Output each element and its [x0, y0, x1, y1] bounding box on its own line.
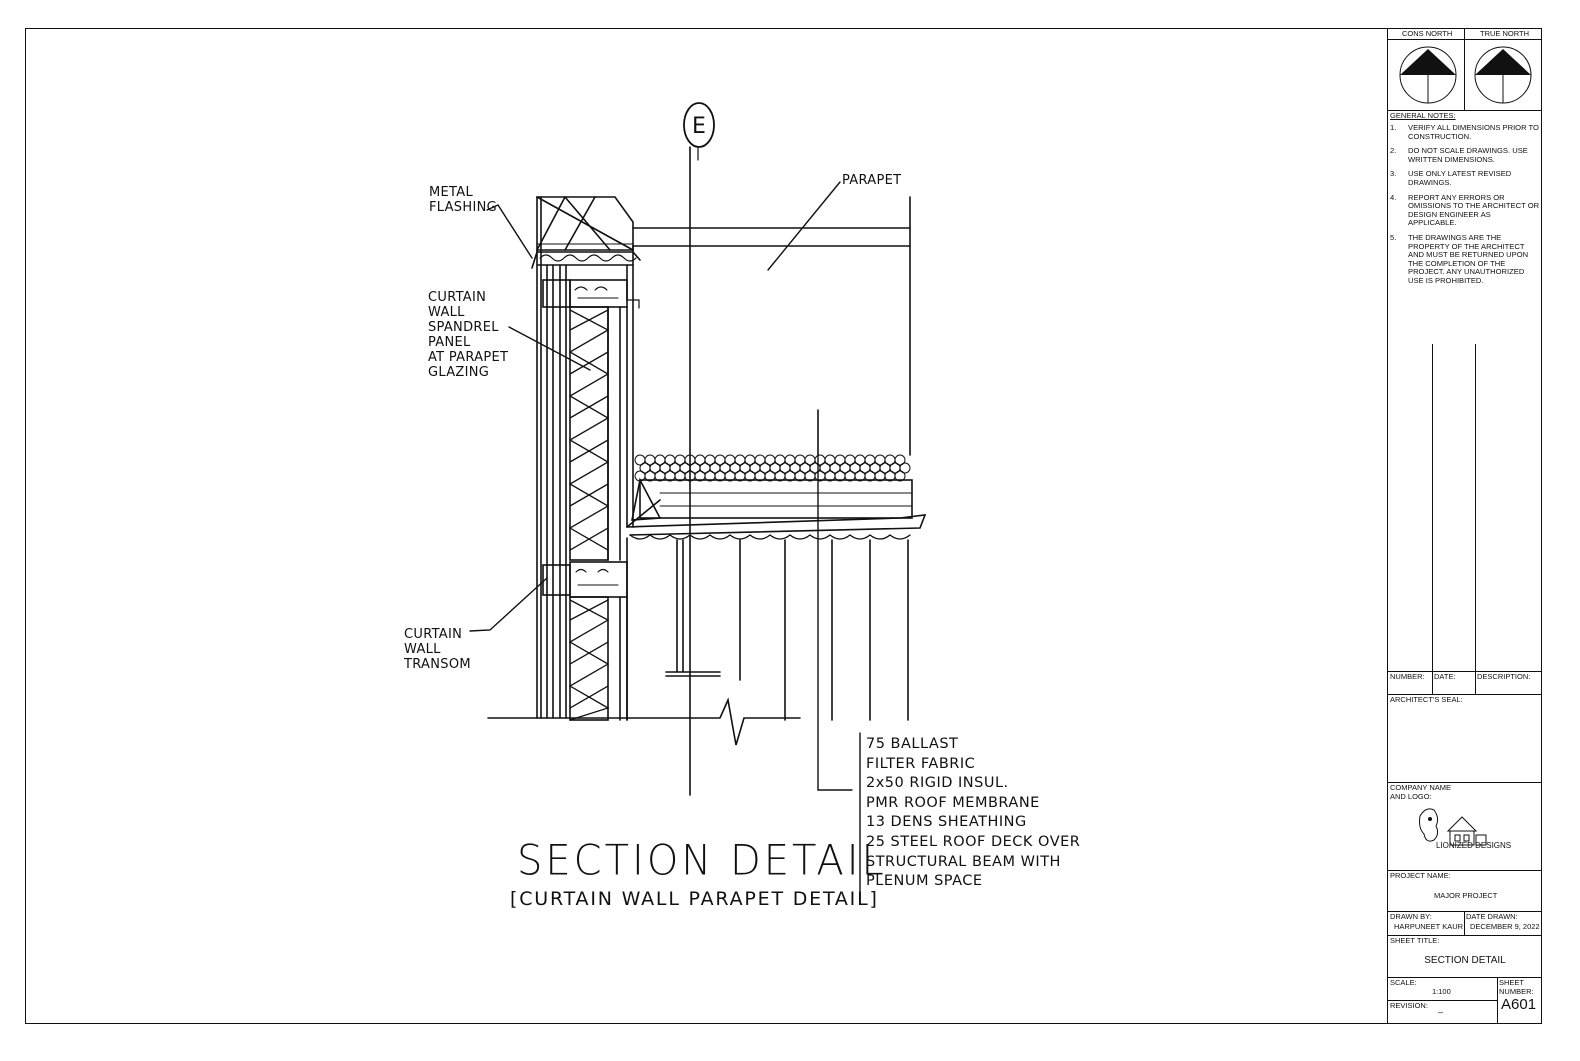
ballast-pebble — [894, 470, 906, 482]
label-spandrel-panel: CURTAIN WALL SPANDREL PANEL AT PARAPET G… — [428, 290, 509, 380]
company-name-label: COMPANY NAME AND LOGO: — [1390, 783, 1451, 801]
section-detail-drawing: E — [469, 102, 927, 904]
ballast-layer — [634, 454, 911, 482]
layer-2: FILTER FABRIC — [866, 755, 976, 772]
spandrel-insulation — [568, 306, 628, 561]
cons-north-arrow-icon — [1399, 46, 1457, 104]
sheet-number-label: SHEET NUMBER: — [1499, 978, 1534, 996]
sheet-title-label: SHEET TITLE: — [1390, 936, 1440, 945]
upper-transom — [542, 264, 640, 309]
cons-north-label: CONS NORTH — [1402, 29, 1453, 38]
rev-number-label: NUMBER: — [1390, 672, 1425, 681]
label-parapet: PARAPET — [842, 173, 902, 188]
layer-1: 75 BALLAST — [866, 736, 959, 752]
layer-6: 25 STEEL ROOF DECK OVER — [866, 833, 1081, 850]
note-item: 4.REPORT ANY ERRORS OR OMISSIONS TO THE … — [1390, 192, 1540, 228]
curtain-wall-mullion — [536, 196, 567, 719]
drawing-subtitle: [CURTAIN WALL PARAPET DETAIL] — [510, 888, 879, 910]
label-curtain-wall-transom: CURTAIN WALL TRANSOM — [404, 627, 471, 672]
title-block: CONS NORTH TRUE NORTH GENERAL NOTES: 1.V… — [1387, 28, 1542, 1024]
note-item: 5.THE DRAWINGS ARE THE PROPERTY OF THE A… — [1390, 232, 1529, 285]
note-item: 1.VERIFY ALL DIMENSIONS PRIOR TO CONSTRU… — [1390, 123, 1539, 141]
ballast-pebble — [899, 462, 911, 474]
rev-description-label: DESCRIPTION: — [1477, 672, 1531, 681]
note-item: 3.USE ONLY LATEST REVISED DRAWINGS. — [1390, 169, 1512, 187]
north-arrows — [1399, 46, 1532, 104]
drawn-by-label: DRAWN BY: — [1390, 912, 1432, 921]
rigid-insulation — [626, 477, 913, 528]
revision-label: REVISION: — [1390, 1001, 1428, 1010]
rev-date-label: DATE: — [1434, 672, 1456, 681]
sheet-title: SECTION DETAIL — [1424, 955, 1506, 966]
roof-deck — [626, 514, 927, 721]
note-item: 2.DO NOT SCALE DRAWINGS. USE WRITTEN DIM… — [1390, 146, 1528, 164]
label-metal-flashing: METAL FLASHING — [429, 185, 497, 215]
grid-bubble-label: E — [692, 114, 706, 139]
true-north-label: TRUE NORTH — [1480, 29, 1530, 38]
date-drawn: DECEMBER 9, 2022 — [1470, 922, 1540, 931]
company-logo — [1419, 808, 1487, 846]
drawing-sheet-border — [25, 28, 1542, 1024]
sheet-number: A601 — [1501, 996, 1537, 1013]
lower-transom — [542, 561, 628, 721]
revision-value: _ — [1438, 1003, 1444, 1013]
roof-layers-legend: 75 BALLAST FILTER FABRIC 2x50 RIGID INSU… — [866, 735, 1080, 892]
layer-5: 13 DENS SHEATHING — [866, 814, 1027, 831]
layer-3: 2x50 RIGID INSUL. — [866, 775, 1009, 792]
structural-beam — [665, 539, 909, 721]
layer-8: PLENUM SPACE — [866, 873, 983, 890]
section-break-line — [487, 697, 801, 746]
grid-line-e — [683, 102, 715, 796]
parapet-cap — [531, 196, 641, 269]
leader-lines — [469, 181, 861, 904]
general-notes-list: 1.VERIFY ALL DIMENSIONS PRIOR TO CONSTRU… — [1390, 118, 1540, 286]
architects-seal-label: ARCHITECT'S SEAL: — [1390, 695, 1463, 704]
company-name: LIONIZED DESIGNS — [1436, 841, 1512, 850]
drawn-by: HARPUNEET KAUR — [1394, 922, 1464, 931]
project-name: MAJOR PROJECT — [1434, 891, 1498, 900]
project-name-label: PROJECT NAME: — [1390, 871, 1451, 880]
parapet-wall — [632, 196, 911, 528]
layer-4: PMR ROOF MEMBRANE — [866, 794, 1040, 811]
date-drawn-label: DATE DRAWN: — [1466, 912, 1518, 921]
drawing-title: SECTION DETAIL — [517, 836, 887, 886]
ballast-pebble — [894, 454, 906, 466]
general-notes-heading: GENERAL NOTES: — [1390, 111, 1456, 120]
scale-label: SCALE: — [1390, 978, 1417, 987]
scale-value: 1:100 — [1432, 987, 1451, 996]
layer-7: STRUCTURAL BEAM WITH — [866, 853, 1061, 870]
true-north-arrow-icon — [1474, 46, 1532, 104]
